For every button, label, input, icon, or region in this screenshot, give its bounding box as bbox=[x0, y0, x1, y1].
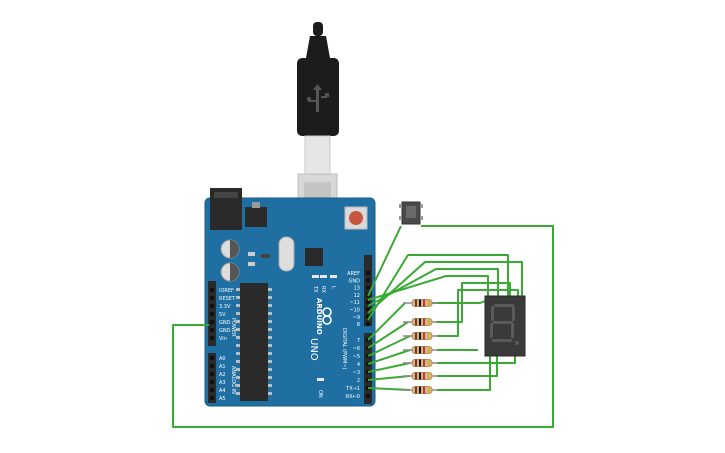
wire-r1 bbox=[367, 302, 406, 341]
resistor[interactable] bbox=[403, 318, 438, 326]
digital-pin-label: 4 bbox=[357, 362, 360, 368]
model-text: UNO bbox=[308, 338, 319, 361]
digital-pin-label: ~6 bbox=[353, 346, 360, 352]
resistor[interactable] bbox=[403, 346, 438, 354]
analog-header-label: ANALOG IN bbox=[230, 366, 236, 394]
voltage-regulator bbox=[245, 207, 267, 227]
wire-r3-out bbox=[437, 289, 519, 337]
wire-r1-out bbox=[432, 299, 489, 304]
analog-pin-label: A5 bbox=[219, 396, 226, 402]
digital-pin-label: RX←0 bbox=[346, 394, 360, 400]
capacitor bbox=[220, 239, 240, 259]
analog-pin-label: A2 bbox=[219, 372, 226, 378]
wire-r3 bbox=[367, 335, 411, 357]
digital-header-label: DIGITAL (PWM~) bbox=[341, 328, 347, 370]
digital-pin-label: ~3 bbox=[353, 370, 360, 376]
brand-text: ARDUINO bbox=[315, 298, 323, 335]
analog-pin-label: A1 bbox=[219, 364, 226, 370]
resistor[interactable] bbox=[403, 359, 438, 367]
digital-pin-label: 12 bbox=[354, 293, 360, 299]
digital-pin-label: 7 bbox=[357, 338, 360, 344]
analog-pin-label: A3 bbox=[219, 380, 226, 386]
wire-pin-b bbox=[367, 261, 523, 314]
wire-gnd-loop bbox=[172, 225, 554, 428]
digital-pin-label: GND bbox=[349, 278, 361, 284]
push-button[interactable] bbox=[399, 201, 423, 225]
digital-pin-label: 2 bbox=[357, 378, 360, 384]
power-pin-label: RESET bbox=[219, 296, 236, 302]
digital-pin-label: 13 bbox=[354, 286, 360, 292]
arduino-logo-icon bbox=[322, 307, 332, 325]
analog-pin-label: A0 bbox=[219, 356, 226, 362]
power-pin-label: GND bbox=[219, 320, 231, 326]
chip-pins bbox=[236, 288, 272, 395]
wire-r2-out bbox=[436, 282, 511, 323]
digital-pin-label: ~11 bbox=[349, 300, 360, 306]
digital-pin-label: TX→1 bbox=[345, 386, 360, 392]
tx-led bbox=[312, 275, 319, 278]
digital-pin-label: ~9 bbox=[353, 315, 360, 321]
usb-icon bbox=[307, 84, 329, 112]
resistor[interactable] bbox=[403, 386, 438, 394]
power-pin-label: Vin bbox=[219, 336, 227, 342]
power-header-label: POWER bbox=[230, 318, 236, 337]
wire-pin-a bbox=[367, 254, 509, 321]
wire-r5-out bbox=[437, 356, 516, 364]
wire-button bbox=[367, 225, 402, 297]
wire-r2 bbox=[367, 321, 409, 349]
digital-pin-label: AREF bbox=[347, 271, 360, 277]
resistor-bank bbox=[403, 299, 438, 394]
resistor[interactable] bbox=[403, 372, 438, 380]
on-led bbox=[317, 378, 324, 381]
l-label: L bbox=[330, 286, 336, 289]
seven-segment-display[interactable]: 8. bbox=[484, 295, 552, 453]
digital-pin-label: 8 bbox=[357, 322, 360, 328]
power-pin-label: 3.3V bbox=[219, 304, 231, 310]
wire-r6-out bbox=[437, 356, 498, 377]
wire-pin-c bbox=[367, 268, 499, 307]
usb-cable[interactable] bbox=[297, 22, 339, 223]
wire-pin-d bbox=[367, 275, 489, 301]
tx-label: TX bbox=[312, 285, 318, 293]
wire-r4 bbox=[367, 349, 411, 365]
digital-pin-label: ~5 bbox=[353, 354, 360, 360]
arduino-uno-board[interactable]: TX RX L ARDUINO UNO ON bbox=[204, 188, 376, 407]
reset-button[interactable] bbox=[344, 206, 368, 230]
analog-header[interactable] bbox=[208, 353, 216, 403]
capacitor bbox=[220, 262, 240, 282]
resistor[interactable] bbox=[403, 332, 438, 340]
crystal-oscillator bbox=[278, 236, 295, 272]
digital-header-bottom[interactable] bbox=[364, 333, 372, 404]
rx-label: RX bbox=[320, 286, 326, 293]
power-header[interactable] bbox=[208, 281, 216, 346]
analog-pin-label: A4 bbox=[219, 388, 226, 394]
digit-segments bbox=[490, 304, 519, 345]
power-pin-label: IOREF bbox=[219, 288, 234, 294]
atmega-chip bbox=[240, 283, 268, 401]
usb-chip bbox=[305, 248, 323, 266]
digital-pin-label: ~10 bbox=[349, 308, 360, 314]
power-pin-label: 5V bbox=[219, 312, 226, 318]
wires bbox=[172, 225, 554, 428]
wire-r7-out bbox=[437, 356, 491, 391]
on-label: ON bbox=[317, 390, 323, 398]
wire-r5 bbox=[367, 362, 411, 373]
resistor[interactable] bbox=[403, 299, 438, 307]
l-led bbox=[330, 275, 337, 278]
rx-led bbox=[320, 275, 327, 278]
power-pin-label: GND bbox=[219, 328, 231, 334]
